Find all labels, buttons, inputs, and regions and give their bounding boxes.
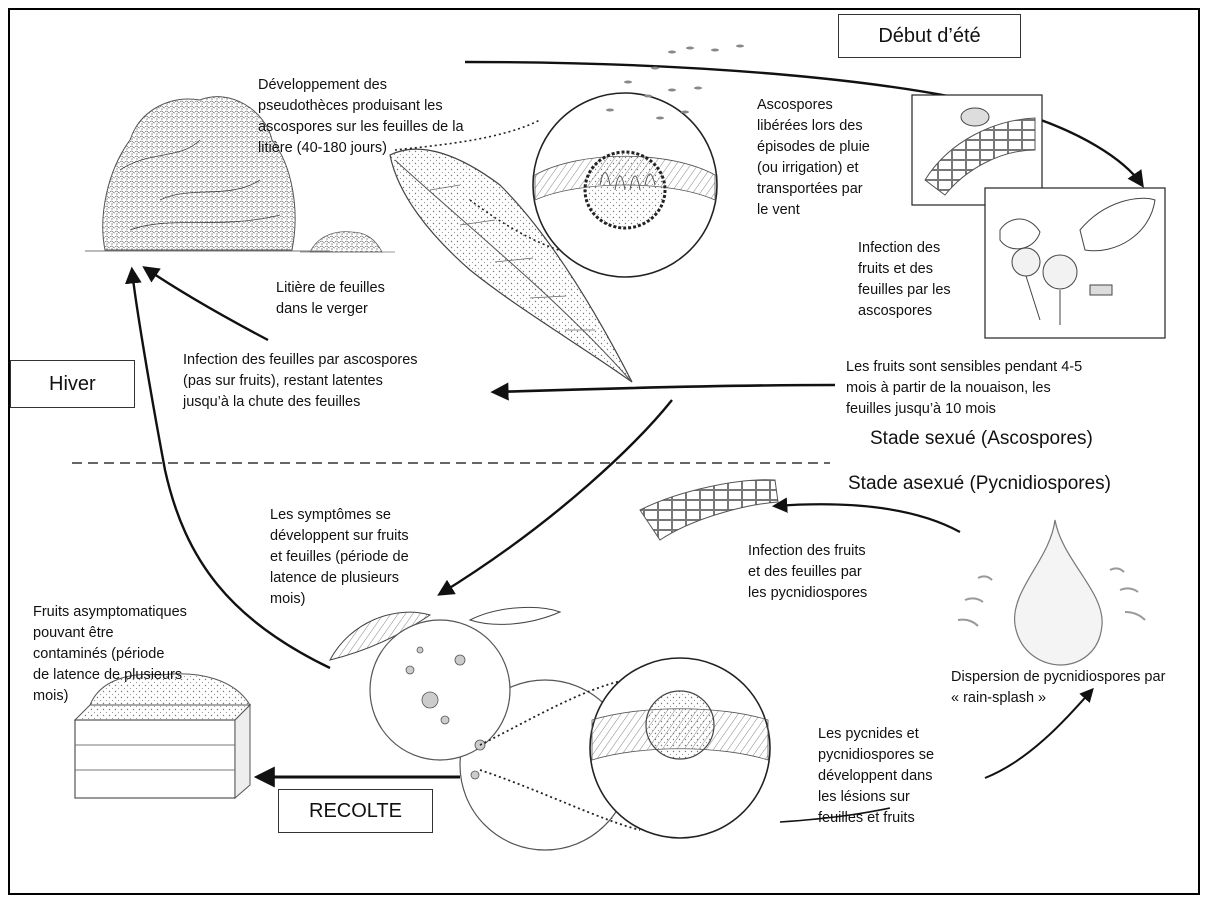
pseudothecia-text: Développement des pseudothèces produisan… <box>258 75 464 159</box>
fruit-infection-box <box>985 188 1165 338</box>
winter-label-box: Hiver <box>10 360 135 408</box>
rain-splash-text: Dispersion de pycnidiospores par « rain-… <box>951 667 1165 709</box>
susceptibility-text: Les fruits sont sensibles pendant 4-5 mo… <box>846 357 1082 420</box>
pycnidiospore-infection-text: Infection des fruits et des feuilles par… <box>748 541 867 604</box>
rain-splash-droplet <box>958 520 1145 665</box>
harvest-label-box: RECOLTE <box>278 789 433 833</box>
ascospores-released-text: Ascospores libérées lors des épisodes de… <box>757 95 870 221</box>
symptoms-text: Les symptômes se développent sur fruits … <box>270 505 409 610</box>
arrow-susceptibility-left <box>494 385 835 392</box>
summer-label: Début d’été <box>878 25 980 48</box>
asymptomatic-fruit-text: Fruits asymptomatiques pouvant être cont… <box>33 602 187 707</box>
ascospore-infection-text: Infection des fruits et des feuilles par… <box>858 238 951 322</box>
sexual-stage-label: Stade sexué (Ascospores) <box>870 428 1093 450</box>
arrow-pycnidiospore-infection <box>775 504 960 532</box>
harvest-label: RECOLTE <box>309 800 402 823</box>
arrow-latent-up <box>145 268 268 340</box>
winter-label: Hiver <box>49 373 96 396</box>
leaf-litter-text: Litière de feuilles dans le verger <box>276 278 385 320</box>
pycnidia-text: Les pycnides et pycnidiospores se dévelo… <box>818 724 934 829</box>
pycnidiospore-cell-strip <box>640 480 778 540</box>
summer-label-box: Début d’été <box>838 14 1021 58</box>
pycnidium-magnified <box>590 658 770 838</box>
arrow-down-symptoms <box>440 400 672 594</box>
pseudothecium-magnified <box>533 93 717 277</box>
asexual-stage-label: Stade asexué (Pycnidiospores) <box>848 473 1111 495</box>
latent-infection-text: Infection des feuilles par ascospores (p… <box>183 350 418 413</box>
